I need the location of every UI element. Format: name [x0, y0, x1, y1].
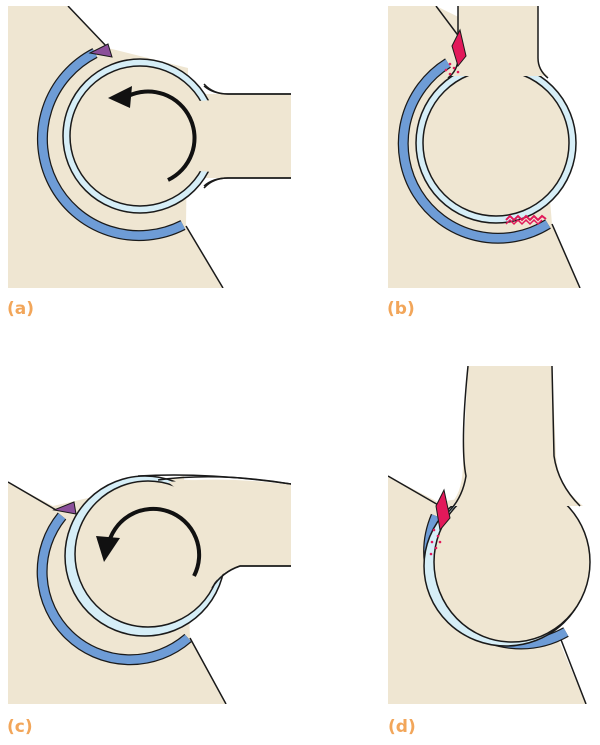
- panel-a: [8, 6, 291, 288]
- humeral-head: [423, 70, 569, 216]
- panel-b-label: (b): [387, 299, 415, 319]
- panel-c: [8, 366, 291, 704]
- panel-d: [388, 366, 600, 704]
- panel-a-label: (a): [7, 299, 34, 319]
- panel-c-label: (c): [7, 717, 33, 737]
- humeral-head: [70, 66, 210, 206]
- panel-d-label: (d): [388, 717, 416, 737]
- panel-b: [388, 6, 600, 288]
